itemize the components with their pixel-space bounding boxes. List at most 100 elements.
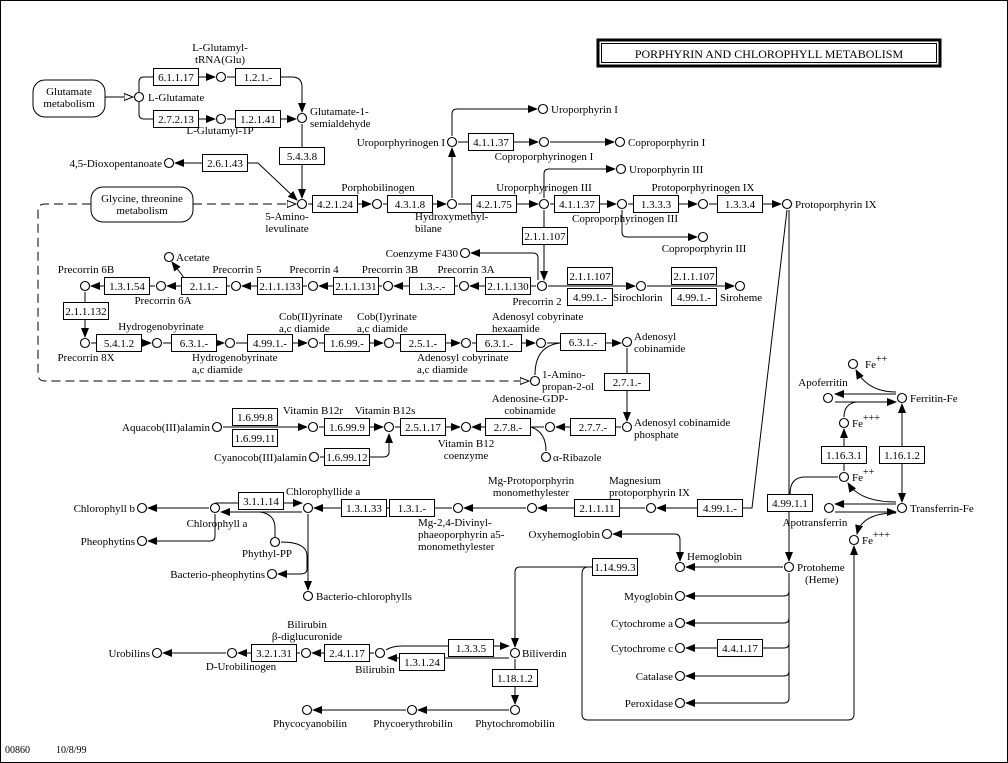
compound-node[interactable] — [209, 502, 221, 514]
enzyme-box[interactable]: 2.1.1.107 — [522, 227, 568, 245]
compound-node[interactable] — [383, 337, 395, 349]
enzyme-box[interactable]: 1.6.99.8 — [232, 408, 278, 426]
compound-cyta[interactable]: Cytochrome a — [611, 617, 686, 630]
compound-pre6b[interactable]: Precorrin 6B — [58, 264, 115, 292]
compound-chlide[interactable]: Chlorophyllide a — [286, 486, 360, 514]
compound-b12s[interactable]: Vitamin B12s — [355, 405, 416, 433]
compound-myo[interactable]: Myoglobin — [624, 590, 686, 603]
enzyme-box[interactable]: 1.2.1.- — [235, 68, 281, 86]
compound-phycoery[interactable]: Phycoerythrobilin — [373, 704, 453, 731]
compound-bpheo[interactable]: Bacterio-pheophytins — [170, 568, 278, 581]
compound-node[interactable] — [536, 280, 548, 292]
compound-node[interactable] — [621, 336, 633, 348]
compound-node[interactable] — [674, 670, 686, 682]
enzyme-box[interactable]: 4.99.1.1 — [767, 494, 813, 512]
enzyme-box[interactable]: 6.3.1.- — [171, 334, 217, 352]
compound-node[interactable] — [226, 647, 238, 659]
compound-node[interactable] — [823, 502, 835, 514]
compound-node[interactable] — [371, 198, 383, 210]
compound-phycocy[interactable]: Phycocyanobilin — [273, 704, 347, 731]
compound-pre4[interactable]: Precorrin 4 — [289, 264, 339, 292]
compound-heme[interactable]: Protoheme(Heme) — [783, 561, 845, 586]
enzyme-box[interactable]: 2.4.1.17 — [324, 644, 370, 662]
compound-node[interactable] — [896, 502, 908, 514]
compound-node[interactable] — [374, 647, 386, 659]
compound-pre5[interactable]: Precorrin 5 — [212, 264, 262, 292]
compound-node[interactable] — [458, 280, 470, 292]
compound-node[interactable] — [538, 198, 550, 210]
enzyme-box[interactable]: 2.1.1.107 — [567, 267, 613, 285]
compound-node[interactable] — [307, 421, 319, 433]
enzyme-box[interactable]: 1.6.99.11 — [232, 429, 278, 447]
compound-node[interactable] — [382, 280, 394, 292]
compound-ferritin[interactable]: Ferritin-Fe — [896, 392, 958, 405]
compound-aquacob[interactable]: Aquacob(III)alamin — [122, 421, 223, 434]
enzyme-box[interactable]: 2.1.1.133 — [257, 277, 303, 295]
compound-node[interactable] — [674, 642, 686, 654]
enzyme-box[interactable]: 4.3.1.8 — [387, 195, 433, 213]
compound-urogen3[interactable]: Uroporphyrinogen III — [496, 182, 592, 210]
enzyme-box[interactable]: 1.14.99.3 — [592, 558, 638, 576]
enzyme-box[interactable]: 1.3.-.- — [409, 277, 455, 295]
compound-node[interactable] — [79, 280, 91, 292]
compound-node[interactable] — [308, 451, 320, 463]
enzyme-box[interactable]: 5.4.3.8 — [279, 147, 325, 165]
compound-iron-ion[interactable]: Fe+++ — [848, 530, 891, 547]
compound-chlb[interactable]: Chlorophyll b — [74, 502, 148, 515]
compound-node[interactable] — [621, 421, 633, 433]
compound-node[interactable] — [509, 647, 521, 659]
compound-copro3[interactable]: Coproporphyrin III — [662, 231, 747, 256]
compound-node[interactable] — [296, 112, 308, 124]
compound-node[interactable] — [459, 247, 471, 259]
compound-node[interactable] — [163, 157, 175, 169]
enzyme-box[interactable]: 5.4.1.2 — [96, 334, 142, 352]
compound-chla[interactable]: Chlorophyll a — [187, 502, 248, 531]
compound-node[interactable] — [838, 471, 850, 483]
compound-b12r[interactable]: Vitamin B12r — [283, 405, 343, 433]
compound-copro1[interactable]: Coproporphyrin I — [614, 136, 706, 149]
compound-node[interactable] — [452, 502, 464, 514]
enzyme-box[interactable]: 1.3.1.33 — [341, 499, 387, 517]
enzyme-box[interactable]: 3.1.1.14 — [238, 492, 284, 510]
compound-node[interactable] — [674, 617, 686, 629]
compound-node[interactable] — [509, 704, 521, 716]
enzyme-box[interactable]: 2.1.1.107 — [671, 267, 717, 285]
compound-node[interactable] — [269, 536, 281, 548]
compound-pre2[interactable]: Precorrin 2 — [512, 280, 562, 309]
enzyme-box[interactable]: 1.3.1.24 — [399, 653, 445, 671]
compound-node[interactable] — [163, 251, 175, 263]
compound-node[interactable] — [697, 231, 709, 243]
compound-node[interactable] — [155, 280, 167, 292]
enzyme-box[interactable]: 3.2.1.31 — [251, 644, 297, 662]
compound-node[interactable] — [538, 136, 550, 148]
compound-node[interactable] — [526, 502, 538, 514]
compound-node[interactable] — [838, 417, 850, 429]
enzyme-box[interactable]: 1.3.3.5 — [448, 639, 494, 657]
compound-ribazole[interactable]: α-Ribazole — [540, 451, 602, 464]
compound-apotransferrin[interactable]: Apotransferrin — [783, 502, 848, 530]
enzyme-box[interactable]: 4.99.1.- — [567, 288, 613, 306]
compound-hmb[interactable]: Hydroxymethyl-bilane — [415, 198, 489, 236]
compound-node[interactable] — [848, 534, 860, 546]
compound-node[interactable] — [615, 163, 627, 175]
compound-proto[interactable]: Protoporphyrin IX — [781, 198, 877, 211]
compound-pre6a[interactable]: Precorrin 6A — [134, 280, 192, 308]
compound-gdp[interactable]: Adenosine-GDP-cobinamide — [492, 393, 569, 433]
enzyme-box[interactable]: 4.4.1.17 — [717, 639, 763, 657]
compound-transferrin[interactable]: Transferrin-Fe — [896, 502, 974, 515]
compound-node[interactable] — [460, 337, 472, 349]
compound-mgdv[interactable]: Mg-2,4-Divinyl-phaeoporphyrin a5-monomet… — [418, 502, 505, 554]
compound-node[interactable] — [302, 502, 314, 514]
enzyme-box[interactable]: 4.2.1.24 — [312, 195, 358, 213]
compound-node[interactable] — [446, 198, 458, 210]
compound-biliverdin[interactable]: Biliverdin — [509, 647, 568, 660]
enzyme-box[interactable]: 2.1.1.131 — [333, 277, 379, 295]
enzyme-box[interactable]: 2.6.1.43 — [202, 154, 248, 172]
compound-uro1[interactable]: Uroporphyrin I — [537, 103, 619, 116]
enzyme-box[interactable]: 1.3.3.4 — [717, 195, 763, 213]
